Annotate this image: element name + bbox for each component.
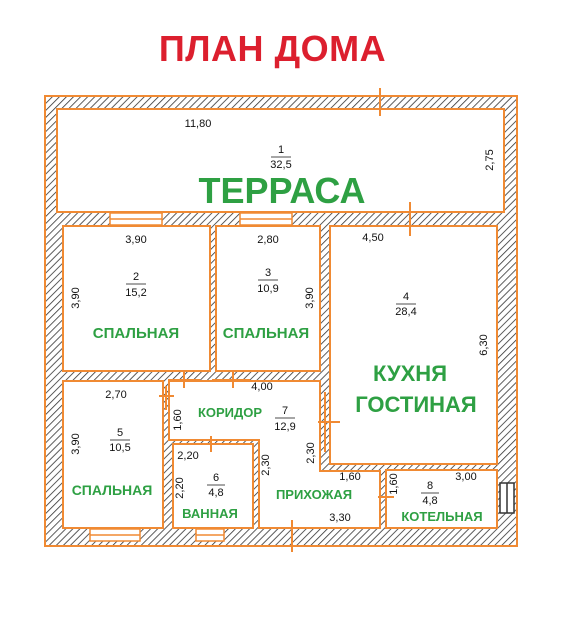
terrace-room [56, 108, 505, 213]
windows [89, 212, 515, 542]
door-boiler [378, 478, 394, 516]
bathroom-width-dim: 2,20 [177, 450, 198, 462]
bedroom-2-width-dim: 2,80 [257, 234, 278, 246]
bathroom-depth-dim: 2,20 [174, 477, 186, 498]
bedroom-1-room [62, 225, 211, 372]
door-bedroom-2 [212, 372, 250, 388]
door-entrance [270, 520, 310, 552]
bedroom-2-depth-dim: 3,90 [304, 287, 316, 308]
kitchen-label-line2: ГОСТИНАЯ [355, 392, 476, 417]
door-terrace-top [365, 88, 395, 116]
kitchen-label-line1: КУХНЯ [373, 361, 447, 386]
bedroom-3-room [62, 380, 164, 529]
bathroom-number: 6 [213, 472, 219, 484]
corridor-depth-left-dim: 1,60 [172, 409, 184, 430]
corridor-label: КОРИДОР [198, 405, 262, 420]
bedroom-3-area: 10,5 [109, 442, 130, 454]
kitchen-depth-dim: 6,30 [478, 334, 490, 355]
door-bedroom-3 [159, 386, 174, 410]
hall-width-dim: 3,30 [329, 512, 350, 524]
kitchen-area: 28,4 [395, 306, 416, 318]
bedroom-3-number: 5 [117, 427, 123, 439]
kitchen-width-dim: 4,50 [362, 232, 383, 244]
door-bedroom-1 [168, 372, 200, 388]
terrace-width-dim: 11,80 [185, 118, 212, 130]
bedroom-1-width-dim: 3,90 [125, 234, 146, 246]
boiler-area: 4,8 [422, 495, 437, 507]
bedroom-2-room [215, 225, 321, 372]
bedroom-1-area: 15,2 [125, 287, 146, 299]
bedroom-3-width-dim: 2,70 [105, 389, 126, 401]
bedroom-3-depth-dim: 3,90 [70, 433, 82, 454]
bedroom-2-label: СПАЛЬНАЯ [223, 325, 309, 342]
doors [159, 88, 440, 552]
bedroom-2-area: 10,9 [257, 283, 278, 295]
terrace-number: 1 [278, 144, 284, 156]
bathroom-area: 4,8 [208, 487, 223, 499]
kitchen-living-room [329, 225, 498, 465]
corridor-area: 12,9 [274, 421, 295, 433]
corridor-number: 7 [282, 405, 288, 417]
terrace-label: ТЕРРАСА [198, 170, 365, 211]
boiler-number: 8 [427, 480, 433, 492]
hall-label: ПРИХОЖАЯ [276, 487, 352, 502]
corridor-hall-room [168, 380, 381, 529]
boiler-room [385, 469, 498, 529]
bathroom-label: ВАННАЯ [182, 506, 238, 521]
kitchen-number: 4 [403, 291, 409, 303]
terrace-area: 32,5 [270, 159, 291, 171]
corridor-width-dim: 4,00 [251, 381, 272, 393]
bedroom-3-label: СПАЛЬНАЯ [72, 482, 153, 498]
boiler-label: КОТЕЛЬНАЯ [401, 509, 482, 524]
hall-width-small-dim: 1,60 [339, 471, 360, 483]
door-bathroom [196, 436, 226, 452]
boiler-depth-dim: 1,60 [388, 473, 400, 494]
bedroom-1-depth-dim: 3,90 [70, 287, 82, 308]
door-kitchen-corridor [318, 392, 340, 452]
bedroom-2-number: 3 [265, 267, 271, 279]
boiler-width-dim: 3,00 [455, 471, 476, 483]
plan-title: ПЛАН ДОМА [158, 28, 387, 69]
terrace-depth-dim: 2,75 [484, 149, 496, 170]
door-kitchen-terrace [375, 202, 440, 236]
hall-depth-dim: 2,30 [260, 454, 272, 475]
bedroom-1-label: СПАЛЬНАЯ [93, 325, 179, 342]
bedroom-1-number: 2 [133, 271, 139, 283]
corridor-depth-right-dim: 2,30 [305, 442, 317, 463]
